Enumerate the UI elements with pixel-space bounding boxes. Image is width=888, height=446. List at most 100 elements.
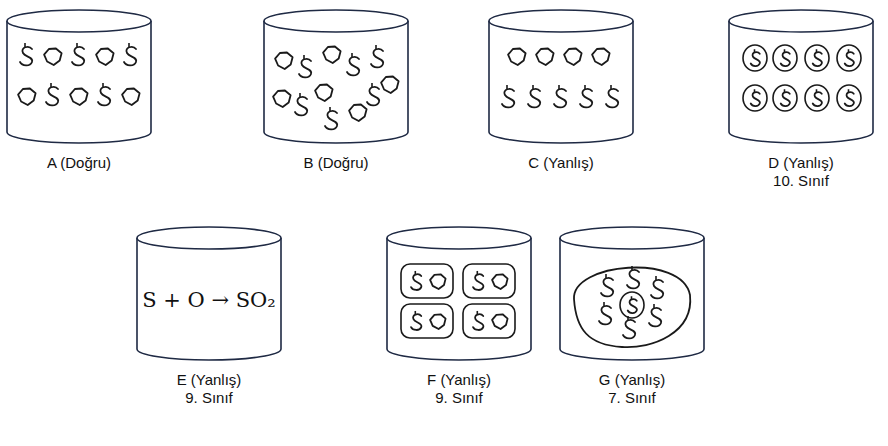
container-cylinder: B (Doğru) [262,8,410,172]
sulfur-symbol [325,111,337,129]
sulfur-tick [50,83,52,87]
sulfur-tick [848,89,850,92]
sulfur-symbol [781,52,790,66]
caption: D (Yanlış) [727,154,875,172]
sulfur-tick [627,316,629,320]
caption: B (Doğru) [262,154,410,172]
caption: 7. Sınıf [558,389,706,407]
sulfur-symbol [347,57,359,75]
sulfur-tick [76,43,78,47]
oxygen-symbol [592,49,610,66]
sulfur-tick [584,85,586,89]
sulfur-tick [476,311,478,314]
cylinder-top [387,227,531,249]
oxygen-symbol [18,89,35,106]
oxygen-symbol [70,89,88,106]
caption: C (Yanlış) [487,154,635,172]
sulfur-tick [631,296,633,299]
oxygen-symbol [349,105,367,122]
cylinder-top [560,227,704,249]
cylinder-body [387,238,531,360]
oxygen-symbol [536,49,554,66]
sulfur-tick [299,93,301,97]
sulfur-symbol [751,92,760,106]
oxygen-symbol [492,314,508,329]
molecule-circle [805,85,829,111]
oxygen-symbol [315,85,333,102]
sulfur-tick [303,55,305,59]
sulfur-tick [816,49,818,52]
molecule-box [463,264,515,298]
sulfur-symbol [371,49,383,67]
molecule-circle [773,45,797,71]
cylinder-body [137,238,281,360]
oxygen-symbol [430,274,446,289]
container-cylinder: A (Doğru) [5,8,153,172]
container-cylinder: D (Yanlış)10. Sınıf [727,8,875,190]
cylinder-body [264,21,408,143]
container-cylinder: E (Yanlış)9. Sınıf [135,225,283,407]
container-cylinder: G (Yanlış)7. Sınıf [558,225,706,407]
cylinder-body [729,21,873,143]
molecule-circle [837,85,861,111]
sulfur-tick [848,49,850,52]
oxygen-symbol [96,49,114,66]
sulfur-tick [631,266,633,270]
cylinder-top [489,10,633,32]
sulfur-tick [784,89,786,92]
molecule-circle [620,292,644,318]
sulfur-tick [816,89,818,92]
caption: 9. Sınıf [385,389,533,407]
sulfur-tick [24,43,26,47]
oxygen-symbol [44,49,62,66]
molecule-box [401,264,453,298]
sulfur-tick [414,271,416,274]
sulfur-symbol [46,87,58,105]
caption: A (Doğru) [5,154,153,172]
sulfur-tick [371,83,373,87]
container-cylinder: F (Yanlış)9. Sınıf [385,225,533,407]
oxygen-symbol [430,314,446,329]
molecule-blob [574,268,690,348]
oxygen-symbol [492,274,508,289]
sulfur-symbol [845,52,854,66]
oxygen-symbol [564,49,582,66]
sulfur-symbol [20,47,32,65]
reaction-equation: S + O → SO₂ [142,288,276,312]
sulfur-tick [558,85,560,89]
sulfur-symbol [751,52,760,66]
sulfur-symbol [124,47,136,65]
sulfur-tick [784,49,786,52]
oxygen-symbol [323,47,341,64]
cylinder-outline [5,8,153,148]
sulfur-symbol [623,320,635,338]
molecule-circle [805,45,829,71]
sulfur-tick [102,83,104,87]
cylinder-top [264,10,408,32]
cylinder-outline [385,225,533,365]
cylinder-outline [727,8,875,148]
caption: 9. Sınıf [135,389,283,407]
sulfur-tick [605,274,607,278]
oxygen-symbol [508,49,525,66]
sulfur-symbol [628,299,637,313]
sulfur-symbol [98,87,110,105]
oxygen-symbol [122,89,140,106]
molecule-box [463,304,515,338]
sulfur-tick [532,85,534,89]
oxygen-symbol [273,91,291,108]
sulfur-symbol [367,87,379,105]
sulfur-tick [603,302,605,306]
sulfur-tick [754,49,756,52]
sulfur-symbol [781,92,790,106]
cylinder-outline [487,8,635,148]
sulfur-symbol [580,89,592,107]
caption: G (Yanlış) [558,371,706,389]
caption: F (Yanlış) [385,371,533,389]
sulfur-tick [414,311,416,314]
sulfur-symbol [651,280,663,298]
sulfur-tick [655,276,657,280]
sulfur-symbol [649,308,661,326]
sulfur-tick [375,45,377,49]
molecule-circle [837,45,861,71]
